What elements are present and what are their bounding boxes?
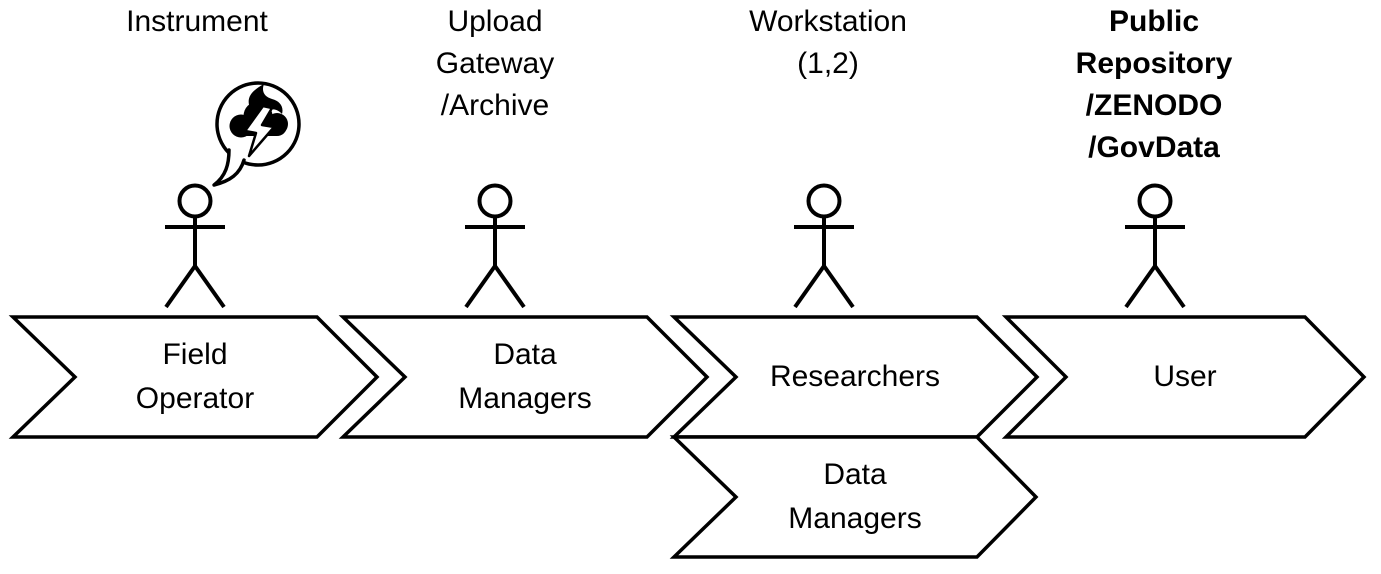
speech-bubble: [212, 81, 301, 187]
lane-label-user: User: [1153, 360, 1217, 393]
lane-label-field-operator: Field Operator: [135, 338, 255, 415]
stick-figure-researchers: [793, 183, 855, 309]
storm-cloud-lightning-icon: [229, 84, 288, 158]
chevron-arrow-data-managers-workstation: [669, 435, 1039, 559]
lane-label-researchers: Researchers: [769, 360, 941, 393]
header-workstation: Workstation (1,2): [749, 5, 907, 80]
stick-figure-field-operator: [164, 183, 226, 309]
stick-figure-head: [1137, 183, 1173, 219]
chevron-arrow-user: [1001, 315, 1367, 439]
chevron-arrow-field-operator: [8, 315, 380, 439]
stick-figure-head: [806, 183, 842, 219]
header-instrument: Instrument: [126, 5, 268, 38]
header-public-repository: Public Repository /ZENODO /GovData: [1075, 5, 1233, 164]
lane-label-data-managers-workstation: Data Managers: [788, 458, 922, 535]
chevron-arrow-data-managers-upload: [338, 315, 710, 439]
stick-figure-data-managers: [464, 183, 526, 309]
stick-figure-head: [177, 183, 213, 219]
lightning-bolt: [243, 104, 276, 158]
header-upload-gateway-archive: Upload Gateway /Archive: [435, 5, 555, 122]
stick-figure-user: [1124, 183, 1186, 309]
stick-figure-head: [477, 183, 513, 219]
speech-bubble-tail: [212, 148, 246, 187]
cloud-curl: [248, 84, 283, 114]
lane-label-data-managers-upload: Data Managers: [458, 338, 592, 415]
